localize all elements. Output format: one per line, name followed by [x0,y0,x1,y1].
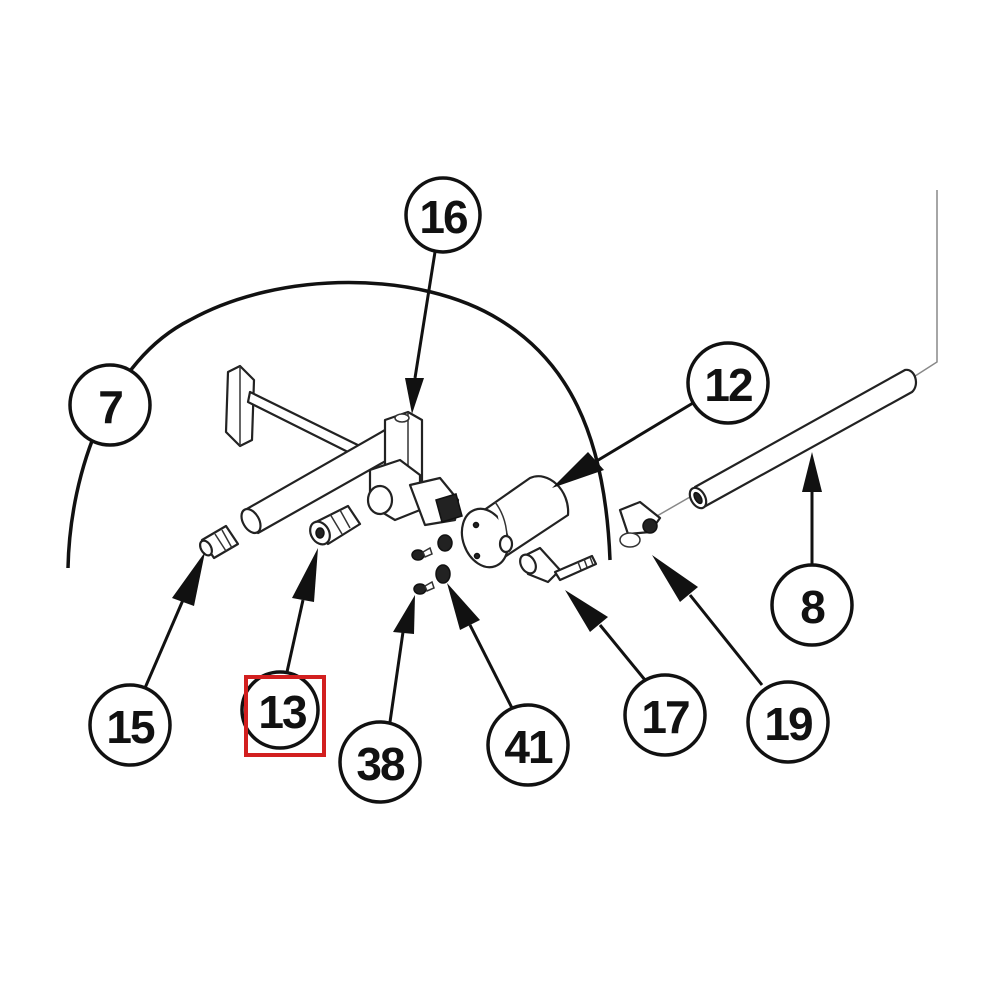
small-screws [411,546,435,595]
callout-label: 17 [641,691,689,743]
leader-15 [143,599,185,689]
leader-13 [285,599,305,673]
leader-17 [598,624,647,681]
o-rings [435,534,453,584]
leader-19 [688,594,764,686]
crank-handle [224,364,374,464]
callout-16[interactable]: 16 [404,176,482,254]
arrow-17 [565,590,608,632]
nut-fitting [309,504,362,546]
callout-17[interactable]: 17 [623,673,707,757]
callout-label: 15 [106,701,155,753]
callout-label: 19 [764,698,812,750]
swivel-cylinder [460,475,570,569]
callout-label: 16 [419,191,467,243]
arrow-19 [652,555,698,602]
callout-label: 13 [258,686,306,738]
callout-38[interactable]: 38 [338,720,422,804]
hose-tube [688,368,918,510]
callout-label: 12 [704,359,752,411]
callout-12[interactable]: 12 [686,341,770,425]
leader-12 [594,401,694,464]
callout-7[interactable]: 7 [68,363,152,447]
callout-41[interactable]: 41 [486,703,570,787]
leader-38 [388,631,405,723]
callout-15[interactable]: 15 [88,683,172,767]
callout-13[interactable]: 13 [240,670,326,757]
leader-16 [413,251,437,379]
arrow-38 [393,595,415,634]
arrow-8 [802,452,822,492]
callout-label: 38 [356,738,405,790]
arrow-13 [292,548,318,602]
arrow-12 [552,452,604,488]
hose-line [649,190,938,521]
callout-label: 41 [504,721,553,773]
end-fitting [199,524,240,560]
highlight-box [244,675,326,757]
callout-8[interactable]: 8 [770,563,854,647]
arrow-41 [447,583,480,630]
arrow-16 [405,378,424,414]
manifold-block [366,410,463,527]
callout-19[interactable]: 19 [746,680,830,764]
hose-clamp [618,500,662,548]
callout-label: 8 [800,581,825,633]
leader-41 [468,624,514,709]
callout-label: 7 [98,381,122,433]
elbow-fitting [519,546,598,584]
arrow-15 [172,552,205,606]
